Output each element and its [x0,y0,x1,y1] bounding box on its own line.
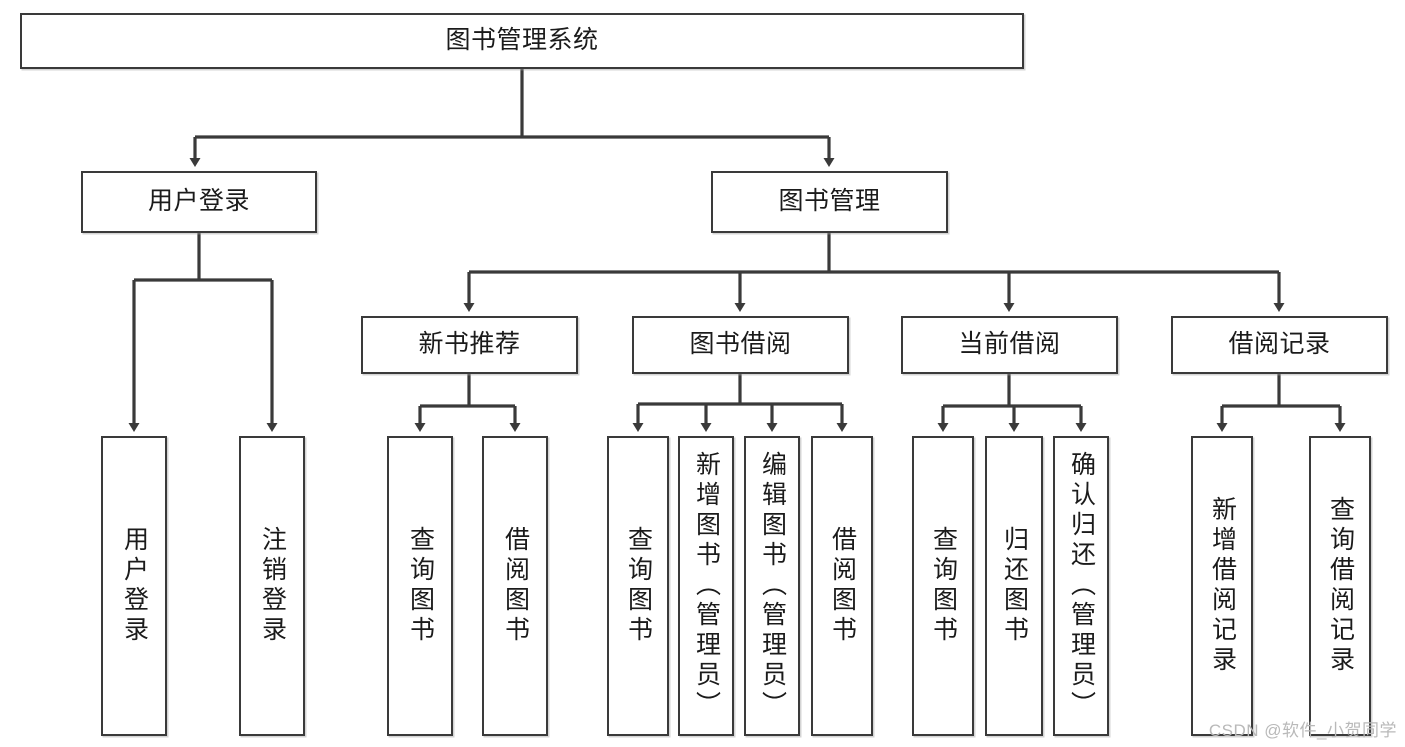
leaf-add-book-label: 新增图书（管理员） [692,451,721,721]
leaf-return-book[interactable]: 归还图书 [985,436,1043,736]
node-book-borrow[interactable]: 图书借阅 [632,316,849,374]
leaf-add-book[interactable]: 新增图书（管理员） [678,436,734,736]
node-book-borrow-label: 图书借阅 [689,330,792,359]
leaf-borrow-book-1-label: 借阅图书 [501,526,530,646]
leaf-query-record[interactable]: 查询借阅记录 [1309,436,1371,736]
leaf-borrow-book-2-label: 借阅图书 [828,526,857,646]
node-new-book-recommend-label: 新书推荐 [418,330,521,359]
leaf-borrow-book-2[interactable]: 借阅图书 [811,436,873,736]
leaf-confirm-return-label: 确认归还（管理员） [1067,451,1096,721]
leaf-return-book-label: 归还图书 [1000,526,1029,646]
node-book-manage[interactable]: 图书管理 [711,171,948,233]
node-borrow-record-label: 借阅记录 [1228,330,1331,359]
leaf-query-book-3-label: 查询图书 [929,526,958,646]
leaf-query-book-2[interactable]: 查询图书 [607,436,669,736]
node-user-login-label: 用户登录 [147,187,250,216]
csdn-watermark: CSDN @软件_小贺同学 [1208,721,1397,740]
node-current-borrow[interactable]: 当前借阅 [901,316,1118,374]
leaf-edit-book[interactable]: 编辑图书（管理员） [744,436,800,736]
node-user-login[interactable]: 用户登录 [81,171,317,233]
leaf-query-book-1[interactable]: 查询图书 [387,436,453,736]
leaf-confirm-return[interactable]: 确认归还（管理员） [1053,436,1109,736]
leaf-borrow-book-1[interactable]: 借阅图书 [482,436,548,736]
leaf-user-login[interactable]: 用户登录 [101,436,167,736]
leaf-edit-book-label: 编辑图书（管理员） [758,451,787,721]
node-root[interactable]: 图书管理系统 [20,13,1024,69]
leaf-query-book-1-label: 查询图书 [406,526,435,646]
leaf-logout-label: 注销登录 [258,526,287,646]
leaf-add-record[interactable]: 新增借阅记录 [1191,436,1253,736]
node-borrow-record[interactable]: 借阅记录 [1171,316,1388,374]
leaf-logout[interactable]: 注销登录 [239,436,305,736]
node-book-manage-label: 图书管理 [778,187,881,216]
leaf-query-book-2-label: 查询图书 [624,526,653,646]
node-new-book-recommend[interactable]: 新书推荐 [361,316,578,374]
leaf-query-record-label: 查询借阅记录 [1326,496,1355,676]
node-current-borrow-label: 当前借阅 [958,330,1061,359]
leaf-user-login-label: 用户登录 [120,526,149,646]
node-root-label: 图书管理系统 [445,26,599,55]
leaf-query-book-3[interactable]: 查询图书 [912,436,974,736]
leaf-add-record-label: 新增借阅记录 [1208,496,1237,676]
